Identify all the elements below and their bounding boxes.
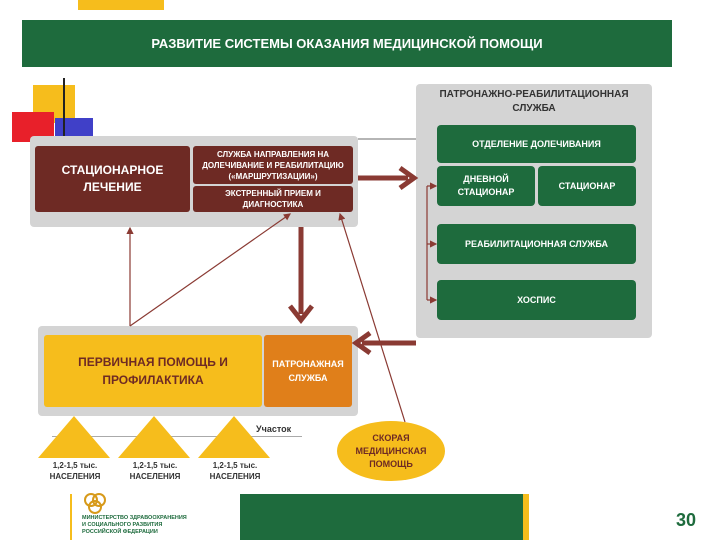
arrow-ambulance-to-emergency	[338, 212, 406, 423]
rehab-connector	[358, 138, 416, 140]
district-triangle	[198, 416, 270, 458]
arrow-primary-to-emergency	[129, 213, 291, 327]
day-hospital-box: ДНЕВНОЙ СТАЦИОНАР	[437, 166, 535, 206]
patronage-label: ПАТРОНАЖНАЯ СЛУЖБА	[272, 359, 344, 383]
arrowhead	[351, 330, 372, 356]
inpatient-title: СТАЦИОНАРНОЕ ЛЕЧЕНИЕ	[61, 163, 164, 194]
population-label: 1,2-1,5 тыс. НАСЕЛЕНИЯ	[49, 461, 101, 481]
ambulance-label: СКОРАЯ МЕДИЦИНСКАЯ ПОМОЩЬ	[355, 432, 427, 469]
emergency-block: ЭКСТРЕННЫЙ ПРИЕМ И ДИАГНОСТИКА	[193, 186, 353, 212]
primary-care-title: ПЕРВИЧНАЯ ПОМОЩЬ И ПРОФИЛАКТИКА	[78, 355, 228, 387]
arrowhead	[398, 165, 419, 191]
rehab-title: ПАТРОНАЖНО-РЕАБИЛИТАЦИОННАЯ СЛУЖБА	[439, 89, 629, 114]
patronage-block: ПАТРОНАЖНАЯ СЛУЖБА	[264, 335, 352, 407]
footer-green-bar	[240, 494, 529, 540]
arrowhead	[288, 304, 314, 325]
hospital-box: СТАЦИОНАР	[538, 166, 636, 206]
hospice-box: ХОСПИС	[437, 280, 636, 320]
population-label: 1,2-1,5 тыс. НАСЕЛЕНИЯ	[129, 461, 181, 481]
district-triangle	[38, 416, 110, 458]
ministry-logo	[82, 492, 108, 514]
deco-line-v	[63, 78, 65, 138]
page-title: РАЗВИТИЕ СИСТЕМЫ ОКАЗАНИЯ МЕДИЦИНСКОЙ ПО…	[151, 36, 543, 51]
primary-care-block: ПЕРВИЧНАЯ ПОМОЩЬ И ПРОФИЛАКТИКА	[44, 335, 262, 407]
population-label: 1,2-1,5 тыс. НАСЕЛЕНИЯ	[209, 461, 261, 481]
routing-service-block: СЛУЖБА НАПРАВЛЕНИЯ НА ДОЛЕЧИВАНИЕ И РЕАБ…	[193, 146, 353, 184]
emergency-label: ЭКСТРЕННЫЙ ПРИЕМ И ДИАГНОСТИКА	[225, 189, 321, 209]
ambulance-ellipse: СКОРАЯ МЕДИЦИНСКАЯ ПОМОЩЬ	[337, 421, 445, 481]
page-number: 30	[676, 510, 697, 530]
top-yellow-tab	[78, 0, 164, 10]
inpatient-block: СТАЦИОНАРНОЕ ЛЕЧЕНИЕ	[35, 146, 190, 212]
routing-service-label: СЛУЖБА НАПРАВЛЕНИЯ НА ДОЛЕЧИВАНИЕ И РЕАБ…	[202, 149, 344, 181]
header-banner: РАЗВИТИЕ СИСТЕМЫ ОКАЗАНИЯ МЕДИЦИНСКОЙ ПО…	[22, 20, 672, 67]
rehab-service-box: РЕАБИЛИТАЦИОННАЯ СЛУЖБА	[437, 224, 636, 264]
district-triangle	[118, 416, 190, 458]
ministry-text: МИНИСТЕРСТВО ЗДРАВООХРАНЕНИЯ И СОЦИАЛЬНО…	[82, 515, 187, 535]
footer-rule	[70, 494, 72, 540]
aftercare-box: ОТДЕЛЕНИЕ ДОЛЕЧИВАНИЯ	[437, 125, 636, 163]
district-label: Участок	[256, 424, 292, 434]
